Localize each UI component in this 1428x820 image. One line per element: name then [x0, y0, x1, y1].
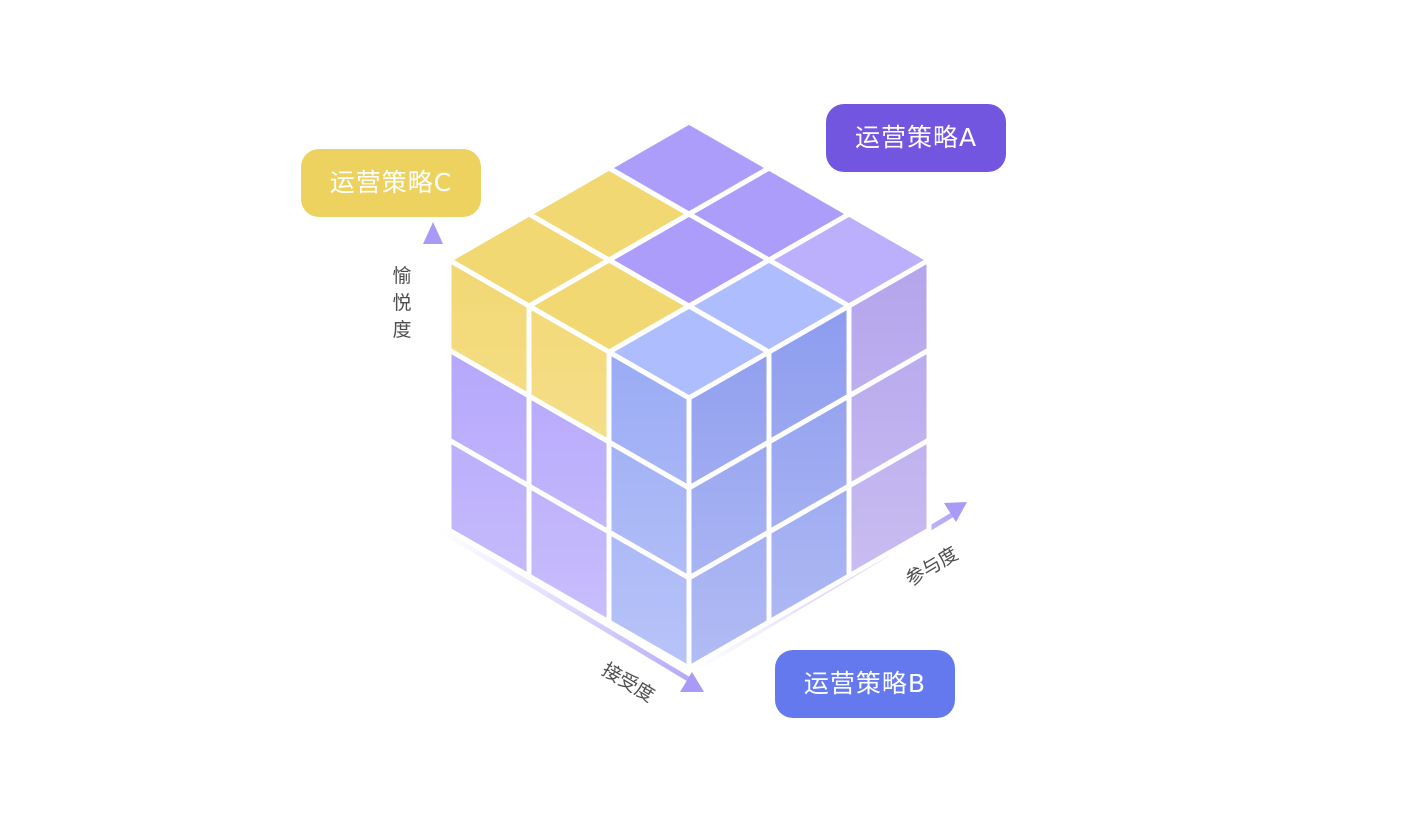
- strategy-c-badge: 运营策略C: [301, 149, 481, 217]
- engagement-axis-label: 参与度: [902, 543, 962, 591]
- cube: [446, 119, 932, 671]
- strategy-b-badge: 运营策略B: [775, 650, 955, 718]
- strategy-a-badge: 运营策略A: [826, 104, 1006, 172]
- pleasure-char-2: 悦: [392, 292, 411, 314]
- engagement-axis-arrow-icon: [944, 502, 967, 522]
- pleasure-char-1: 愉: [392, 265, 411, 287]
- acceptance-axis-arrow-icon: [680, 672, 704, 692]
- cube-left-shade: [449, 260, 689, 668]
- cube-top-cell: [606, 119, 772, 217]
- pleasure-char-3: 度: [392, 319, 411, 341]
- cube-right-shade: [689, 260, 929, 668]
- pleasure-axis-arrow-icon: [423, 222, 443, 244]
- pleasure-axis-label: 愉 悦 度: [392, 265, 411, 341]
- acceptance-axis-label: 接受度: [598, 659, 658, 707]
- acceptance-axis-line: [438, 527, 692, 683]
